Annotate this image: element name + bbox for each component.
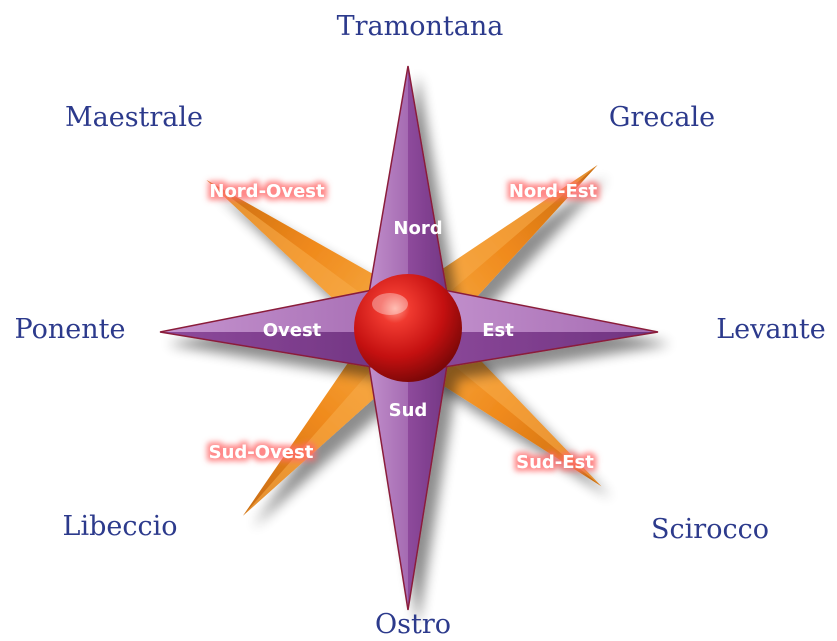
wind-label-grecale: Grecale [609,102,715,133]
direction-label-southwest: Sud-Ovest [209,442,314,463]
wind-label-libeccio: Libeccio [63,511,178,542]
direction-label-east: Est [482,320,514,341]
wind-label-maestrale: Maestrale [65,102,203,133]
wind-label-ponente: Ponente [15,314,126,345]
wind-label-tramontana: Tramontana [337,11,504,42]
wind-label-ostro: Ostro [375,609,451,640]
direction-label-north: Nord [393,218,442,239]
wind-label-levante: Levante [716,314,825,345]
direction-label-northwest: Nord-Ovest [209,181,325,202]
direction-label-south: Sud [389,400,428,421]
direction-label-southeast: Sud-Est [516,452,594,473]
center-sphere [354,274,462,382]
direction-label-northeast: Nord-Est [509,181,598,202]
direction-label-west: Ovest [263,320,322,341]
wind-label-scirocco: Scirocco [651,514,769,545]
